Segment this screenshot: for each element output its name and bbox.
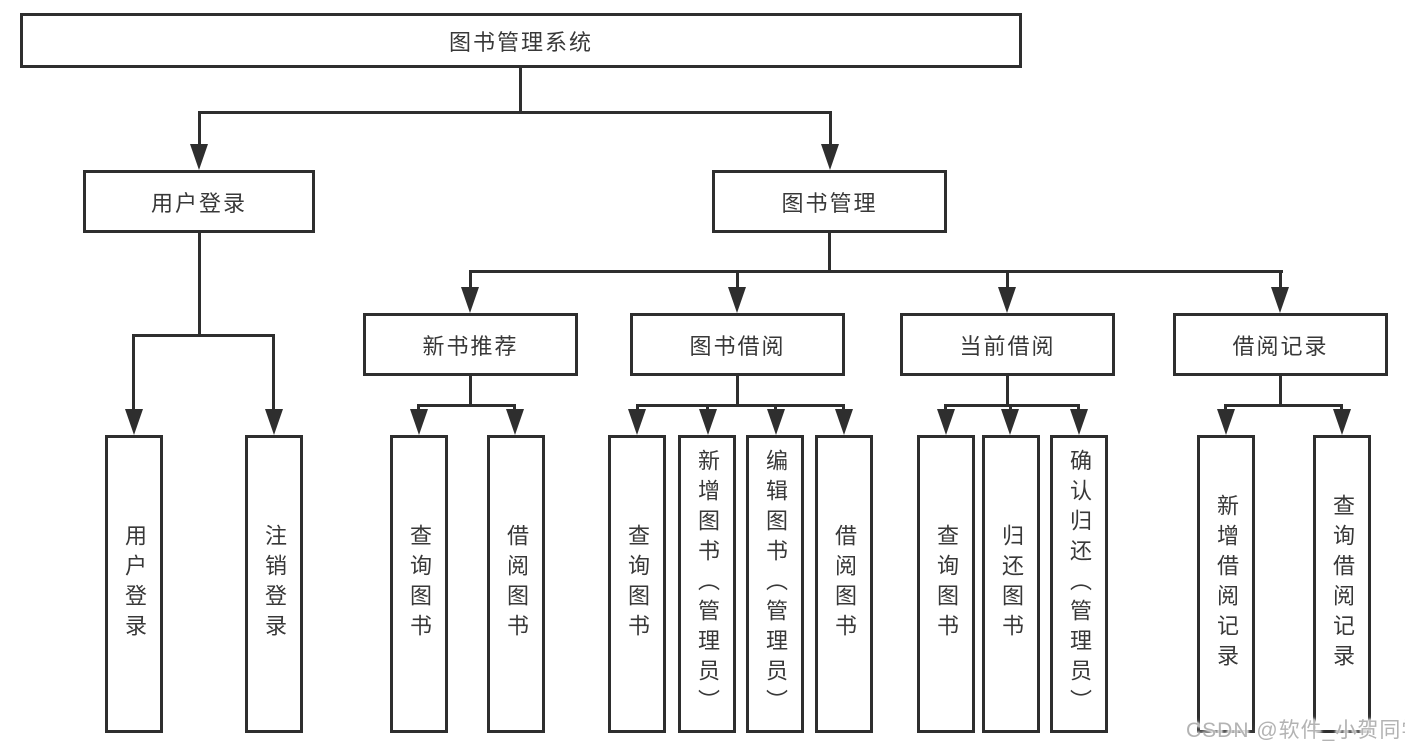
leaf-user-login: 用户登录 [105,435,163,733]
arrow-down-icon [410,409,428,435]
leaf-query-books-borrow: 查询图书 [608,435,666,733]
connector-drop-leaf [842,404,845,412]
arrow-down-icon [1217,409,1235,435]
connector-branch [944,404,1080,407]
arrow-down-icon [265,409,283,435]
connector-drop-current-borrow [1006,270,1009,289]
leaf-borrow-books-recommend: 借阅图书 [487,435,545,733]
leaf-return-books: 归还图书 [982,435,1040,733]
arrow-down-icon [1070,409,1088,435]
leaf-query-books-current: 查询图书 [917,435,975,733]
connector-drop-leaf [944,404,947,412]
connector-stem [1006,376,1009,407]
node-new-book-recommend: 新书推荐 [363,313,578,376]
arrow-down-icon [937,409,955,435]
connector-drop-borrow-records [1279,270,1282,289]
leaf-label: 确认归还（管理员） [1067,449,1092,719]
arrow-down-icon [461,287,479,313]
connector-drop-leaf [1340,404,1343,412]
arrow-down-icon [821,144,839,170]
arrow-down-icon [1333,409,1351,435]
leaf-label: 注销登录 [262,524,287,644]
leaf-label: 查询借阅记录 [1330,494,1355,674]
connector-book-mgmt-stem [828,233,831,273]
leaf-logout: 注销登录 [245,435,303,733]
leaf-label: 新增图书（管理员） [695,449,720,719]
arrow-down-icon [728,287,746,313]
leaf-edit-books-admin: 编辑图书（管理员） [746,435,804,733]
leaf-borrow-books: 借阅图书 [815,435,873,733]
leaf-query-borrow-record: 查询借阅记录 [1313,435,1371,733]
connector-user-login-stem [198,233,201,337]
connector-root-branch [198,111,832,114]
connector-drop-new-book [469,270,472,289]
leaf-label: 查询图书 [625,524,650,644]
connector-drop-leaf [1009,404,1012,412]
leaf-add-borrow-record: 新增借阅记录 [1197,435,1255,733]
connector-stem [1279,376,1282,407]
node-library-system: 图书管理系统 [20,13,1022,68]
connector-book-mgmt-branch [469,270,1283,273]
connector-drop-leaf [1224,404,1227,412]
connector-drop-leaf [272,334,275,411]
connector-drop-user-login [198,111,201,147]
node-book-borrow: 图书借阅 [630,313,845,376]
arrow-down-icon [506,409,524,435]
leaf-label: 借阅图书 [832,524,857,644]
node-book-management: 图书管理 [712,170,947,233]
connector-drop-leaf [636,404,639,412]
connector-stem [736,376,739,407]
arrow-down-icon [835,409,853,435]
connector-drop-book-management [829,111,832,147]
node-user-login: 用户登录 [83,170,315,233]
arrow-down-icon [1001,409,1019,435]
arrow-down-icon [1271,287,1289,313]
leaf-label: 借阅图书 [504,524,529,644]
connector-drop-leaf [513,404,516,412]
leaf-label: 用户登录 [122,524,147,644]
connector-drop-leaf [774,404,777,412]
leaf-confirm-return-admin: 确认归还（管理员） [1050,435,1108,733]
arrow-down-icon [998,287,1016,313]
connector-branch [636,404,845,407]
leaf-label: 查询图书 [407,524,432,644]
connector-root-stem [519,68,522,114]
arrow-down-icon [628,409,646,435]
csdn-watermark: CSDN @软件_小贺同学 [1186,719,1405,742]
arrow-down-icon [767,409,785,435]
arrow-down-icon [190,144,208,170]
connector-drop-book-borrow [736,270,739,289]
connector-branch [417,404,516,407]
leaf-label: 归还图书 [999,524,1024,644]
leaf-label: 新增借阅记录 [1214,494,1239,674]
arrow-down-icon [699,409,717,435]
connector-drop-leaf [706,404,709,412]
connector-drop-leaf [132,334,135,411]
leaf-query-books-recommend: 查询图书 [390,435,448,733]
connector-stem [469,376,472,407]
connector-branch [1224,404,1343,407]
leaf-label: 查询图书 [934,524,959,644]
connector-user-login-branch [132,334,275,337]
arrow-down-icon [125,409,143,435]
connector-drop-leaf [417,404,420,412]
node-current-borrow: 当前借阅 [900,313,1115,376]
leaf-add-books-admin: 新增图书（管理员） [678,435,736,733]
leaf-label: 编辑图书（管理员） [763,449,788,719]
connector-drop-leaf [1077,404,1080,412]
node-borrow-records: 借阅记录 [1173,313,1388,376]
